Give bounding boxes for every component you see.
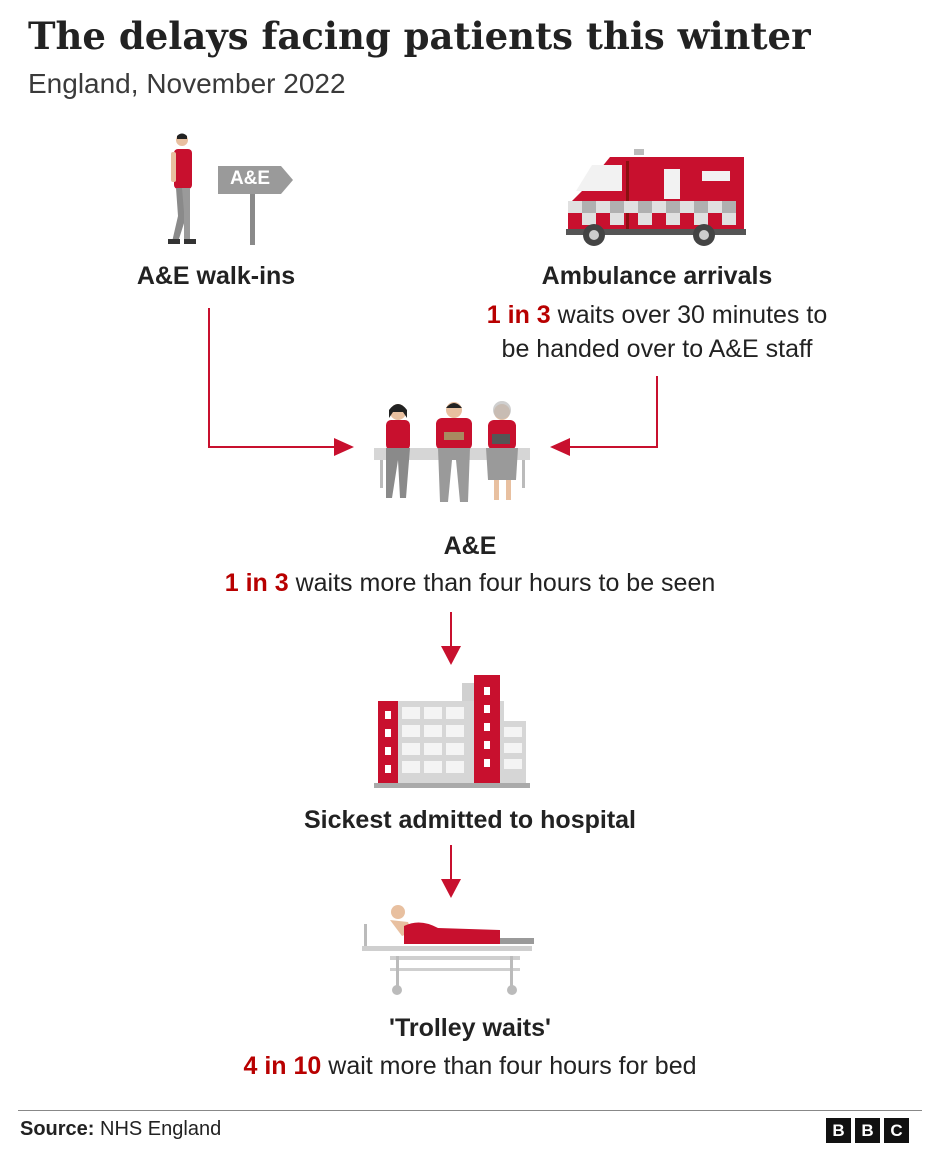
trolley-stat-text: wait more than four hours for bed: [321, 1052, 697, 1080]
source-label: Source:: [20, 1118, 95, 1140]
waiting-patients-icon: [374, 401, 530, 502]
walking-person-icon: [168, 133, 196, 244]
ae-sign-text: A&E: [229, 168, 271, 189]
footer-divider: [18, 1110, 922, 1111]
page-subtitle: England, November 2022: [28, 68, 346, 99]
ambulance-stat-highlight: 1 in 3: [486, 301, 551, 329]
bbc-logo-letter-2: B: [855, 1118, 880, 1143]
bbc-logo: B B C: [826, 1118, 909, 1143]
ae-stat: 1 in 3 waits more than four hours to be …: [0, 566, 940, 600]
ambulance-arrowhead: [550, 438, 570, 456]
ae-to-hospital-arrowhead: [441, 646, 461, 665]
ae-label: A&E: [443, 532, 497, 560]
trolley-stat-highlight: 4 in 10: [243, 1052, 322, 1080]
bbc-logo-letter-1: B: [826, 1118, 851, 1143]
ae-stat-text: waits more than four hours to be seen: [288, 569, 716, 597]
ambulance-stat-line1: waits over 30 minutes to: [550, 301, 828, 329]
ae-signpost-icon: [218, 166, 293, 245]
page-title: The delays facing patients this winter: [28, 14, 811, 58]
trolley-stat: 4 in 10 wait more than four hours for be…: [0, 1049, 940, 1083]
source-credit: Source: NHS England: [20, 1118, 221, 1141]
ambulance-stat: 1 in 3 waits over 30 minutes to be hande…: [430, 298, 884, 366]
ambulance-stat-line2: be handed over to A&E staff: [501, 335, 813, 363]
ae-stat-highlight: 1 in 3: [224, 569, 289, 597]
trolley-label: 'Trolley waits': [389, 1014, 551, 1042]
walkins-connector: [208, 308, 338, 448]
hospital-label: Sickest admitted to hospital: [303, 806, 636, 834]
ambulance-icon: [566, 149, 746, 246]
ambulance-connector: [570, 376, 658, 448]
bbc-logo-letter-3: C: [884, 1118, 909, 1143]
hospital-to-trolley-arrowhead: [441, 879, 461, 898]
walkins-arrowhead: [334, 438, 354, 456]
hospital-trolley-icon: [362, 905, 534, 995]
source-value: NHS England: [94, 1118, 222, 1140]
walkins-label: A&E walk-ins: [136, 262, 296, 290]
ambulance-label: Ambulance arrivals: [541, 262, 773, 290]
hospital-building-icon: [374, 675, 530, 788]
